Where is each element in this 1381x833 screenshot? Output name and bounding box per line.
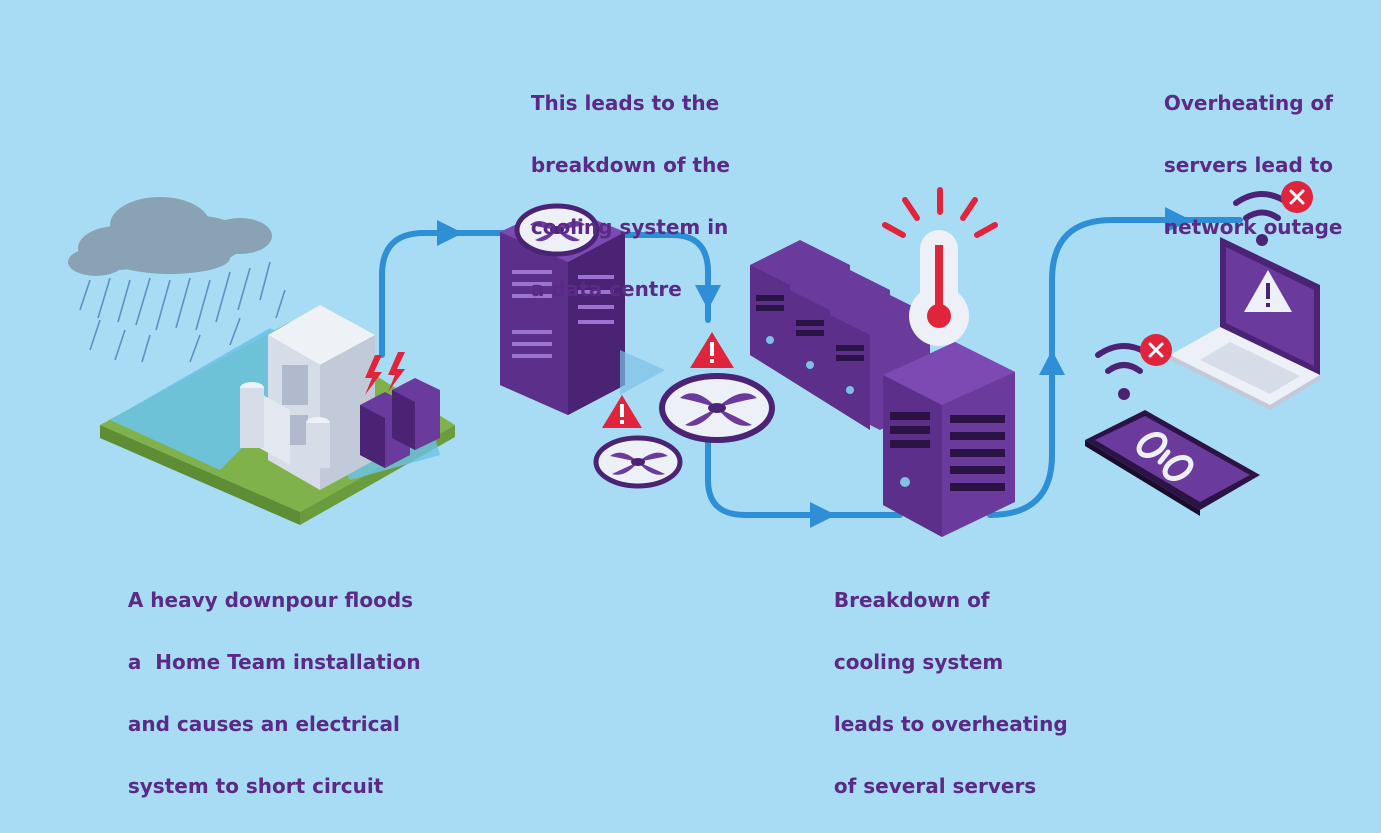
arrow-right-icon: [437, 220, 463, 246]
arrow-right-icon: [1165, 207, 1191, 233]
connector-cooling-to-fans: [612, 232, 711, 323]
server-rack-icon: [883, 342, 1015, 537]
caption-line: of several servers: [833, 774, 1037, 798]
warning-icon: [602, 395, 642, 428]
caption-line: system to short circuit: [127, 774, 384, 798]
caption-line: network outage: [1163, 215, 1343, 239]
caption-line: cooling system in: [530, 215, 729, 239]
caption-line: This leads to the: [530, 91, 720, 115]
connector-servers-to-devices: [987, 217, 1243, 518]
step-caption-flood: A heavy downpour floods a Home Team inst…: [100, 554, 421, 833]
connector-fans-to-servers: [705, 437, 903, 518]
fan-icon: [514, 203, 600, 257]
thermometer-icon: [882, 187, 998, 346]
caption-line: and causes an electrical: [127, 712, 400, 736]
fan-icon: [593, 435, 683, 489]
caption-line: leads to overheating: [833, 712, 1068, 736]
flow-diagram: A heavy downpour floods a Home Team inst…: [68, 57, 1343, 798]
wifi-error-icon: [1233, 181, 1313, 246]
step-caption-overheat: Breakdown of cooling system leads to ove…: [806, 554, 1068, 833]
step-caption-cooling: This leads to the breakdown of the cooli…: [503, 57, 730, 336]
warning-icon: [1244, 270, 1292, 312]
caption-line: A heavy downpour floods: [127, 588, 414, 612]
flow-connectors: [379, 217, 1243, 518]
caption-line: a Home Team installation: [127, 650, 421, 674]
flow-arrows: [437, 207, 1191, 528]
step-caption-outage: Overheating of servers lead to network o…: [1136, 57, 1343, 274]
small-server-rack-icon: [360, 378, 440, 468]
caption-line: Overheating of: [1163, 91, 1333, 115]
caption-line: cooling system: [833, 650, 1004, 674]
rain-cloud-icon: [68, 197, 286, 363]
caption-line: Breakdown of: [833, 588, 990, 612]
arrow-down-icon: [695, 285, 721, 310]
arrow-right-icon: [810, 502, 836, 528]
broken-link-icon: [1136, 432, 1194, 481]
fan-icon: [659, 373, 775, 443]
caption-line: a data centre: [530, 277, 682, 301]
connector-flood-to-cooling: [379, 230, 508, 358]
caption-line: breakdown of the: [530, 153, 730, 177]
lightning-icon: [365, 352, 405, 395]
wifi-error-icon: [1095, 334, 1172, 400]
diagram-graphics: [68, 181, 1320, 537]
caption-line: servers lead to: [1163, 153, 1334, 177]
arrow-up-icon: [1039, 350, 1065, 375]
warning-icon: [690, 332, 734, 368]
